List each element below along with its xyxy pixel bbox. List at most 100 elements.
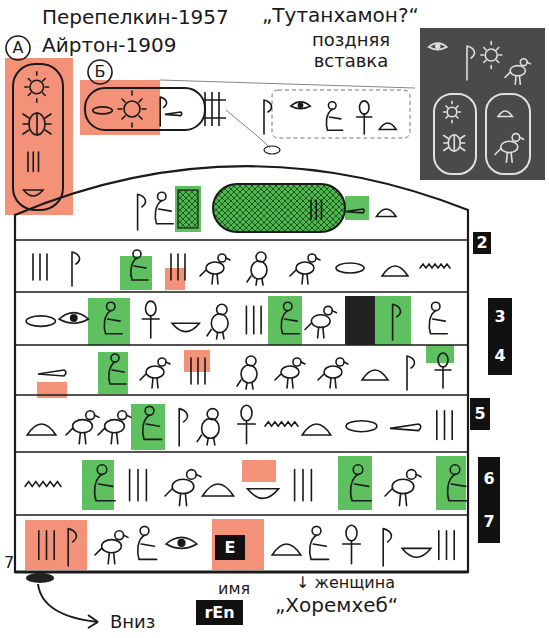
ankh-glyph <box>238 405 256 444</box>
loaf-glyph <box>302 424 331 435</box>
glyph-stroke <box>211 314 228 333</box>
highlight-patch <box>375 296 411 345</box>
scarab-glyph <box>23 113 51 135</box>
highlight-patch <box>268 296 302 345</box>
seated-glyph <box>131 250 148 280</box>
glyph-stroke <box>501 141 518 152</box>
small-oval <box>264 146 280 154</box>
glyph-stroke <box>124 101 140 117</box>
bird-glyph <box>66 411 99 444</box>
glyph-stroke <box>420 264 450 268</box>
glyph-stroke <box>39 531 54 560</box>
bird-glyph <box>290 254 320 284</box>
highlight-patch <box>5 58 73 215</box>
glyph-stroke <box>346 525 357 540</box>
highlight-patch <box>175 186 201 232</box>
glyph-stroke <box>495 137 524 162</box>
hatched-cartouche <box>213 184 345 232</box>
reed-glyph <box>72 252 79 286</box>
water-glyph <box>420 264 450 268</box>
glyph-stroke <box>118 91 146 127</box>
callout-box: E <box>215 535 245 560</box>
glyph-stroke <box>104 311 122 334</box>
glyph-stroke <box>281 366 299 378</box>
glyph-stroke <box>505 62 531 84</box>
glyph-stroke <box>38 370 66 376</box>
bird-glyph <box>505 59 531 85</box>
ankh-glyph <box>435 353 451 388</box>
glyph-stroke <box>310 535 329 559</box>
glyph-stroke <box>200 258 230 284</box>
glyph-stroke <box>435 367 451 388</box>
line-number: 7 <box>4 554 14 572</box>
glyph-stroke <box>202 484 233 496</box>
glyph-stroke <box>275 362 305 388</box>
glyph-stroke <box>437 411 452 440</box>
glyph-stroke <box>86 411 95 420</box>
glyph-stroke <box>218 254 226 262</box>
bird-glyph <box>275 358 305 388</box>
loaf-glyph <box>362 370 388 380</box>
glyph-stroke <box>172 479 194 493</box>
basket-glyph <box>24 190 44 196</box>
glyph-stroke <box>328 102 336 110</box>
glyph-stroke <box>97 465 107 475</box>
glyph-stroke <box>238 421 256 444</box>
callout-number: 7 <box>483 513 494 531</box>
water-glyph <box>25 482 61 487</box>
reed-glyph <box>68 529 76 566</box>
loaf-glyph <box>272 544 301 555</box>
highlight-patch <box>98 352 128 394</box>
drawing-part <box>5 58 466 570</box>
glyph-stroke <box>217 304 228 315</box>
glyph-stroke <box>26 316 55 327</box>
glyph-stroke <box>102 540 122 553</box>
callout-box: rEn <box>196 600 243 625</box>
glyph-stroke <box>291 102 311 109</box>
king-name-note: „Тутанхамон?“ <box>262 4 419 27</box>
glyph-stroke <box>379 123 396 130</box>
letter-circle <box>6 36 30 60</box>
callout-number: 3 <box>494 308 505 326</box>
glyph-stroke <box>142 316 159 338</box>
callout-number: 5 <box>474 405 485 423</box>
owl-glyph <box>237 356 257 389</box>
arrow-head <box>88 615 98 628</box>
eye-glyph <box>429 43 447 50</box>
strokes-glyph <box>28 152 39 172</box>
photo-inset <box>420 28 545 180</box>
seated-glyph <box>109 354 126 384</box>
glyph-stroke <box>30 80 44 94</box>
basket-glyph <box>172 323 199 331</box>
reed-glyph <box>383 529 391 566</box>
glyph-stroke <box>187 470 197 480</box>
glyph-stroke <box>33 254 47 280</box>
glyph-stroke <box>111 354 119 362</box>
glyph-stroke <box>24 190 44 196</box>
mouth-glyph <box>93 107 113 114</box>
glyph-stroke <box>520 59 527 66</box>
photo-cartouche <box>434 94 476 174</box>
glyph-stroke <box>360 101 370 114</box>
highlight-patch <box>242 460 276 482</box>
register-line <box>15 239 468 241</box>
hand-glyph <box>38 370 66 376</box>
glyph-stroke <box>160 97 166 126</box>
glyph-stroke <box>298 103 302 107</box>
glyph-stroke <box>68 529 76 566</box>
seated-glyph <box>310 526 329 559</box>
reed-glyph <box>160 97 166 126</box>
glyph-stroke <box>444 101 461 123</box>
glyph-stroke <box>118 411 127 420</box>
glyph-stroke <box>166 537 197 548</box>
sun-glyph <box>444 101 461 123</box>
glyph-stroke <box>197 435 215 445</box>
glyph-stroke <box>296 262 314 274</box>
glyph-stroke <box>318 362 348 388</box>
seated-glyph <box>281 302 299 334</box>
glyph-stroke <box>336 358 344 366</box>
reed-glyph <box>138 194 146 230</box>
bird-glyph <box>318 358 348 388</box>
glyph-stroke <box>357 114 372 134</box>
